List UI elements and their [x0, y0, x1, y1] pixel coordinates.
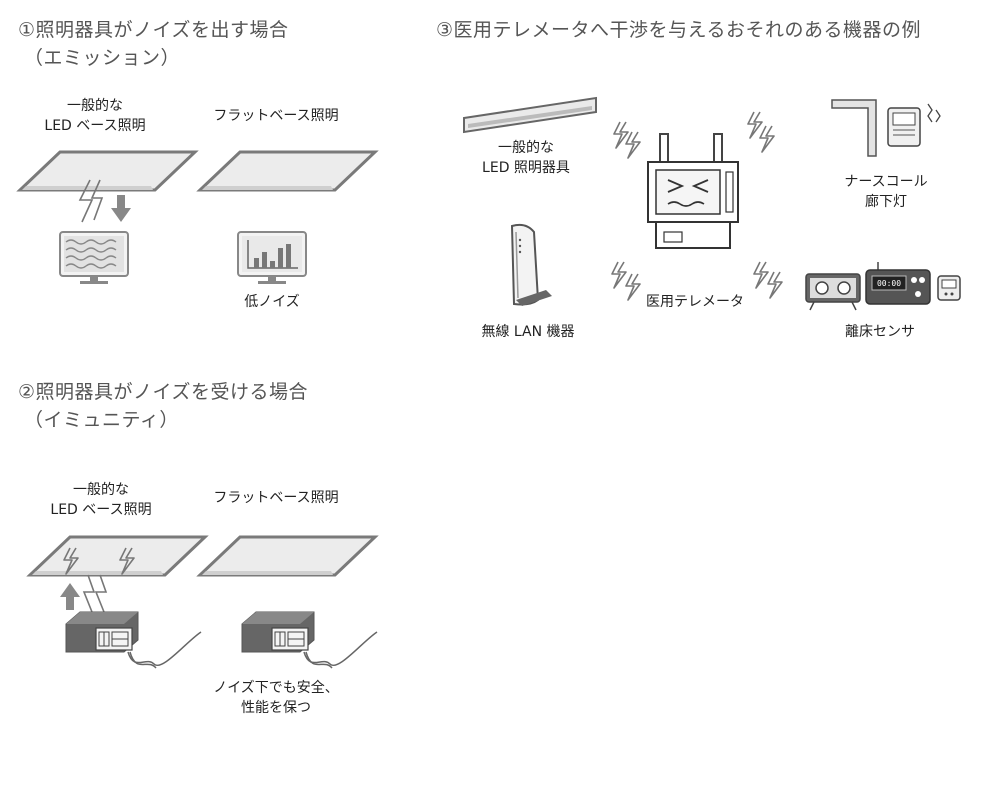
section2-safe-label-2: 性能を保つ — [241, 700, 311, 716]
led-fixture-label-1: 一般的な — [498, 140, 554, 156]
section1-subtitle: （エミッション） — [24, 47, 181, 69]
bed-sensor-label: 離床センサ — [845, 324, 915, 340]
section2-general-label-2: LED ベース照明 — [50, 502, 152, 518]
telemeter-label: 医用テレメータ — [646, 294, 744, 310]
bed-sensor-icon — [805, 262, 961, 311]
section2-flat-label: フラットベース照明 — [213, 490, 339, 506]
arrow-up-icon — [60, 583, 80, 610]
fluorescent-light-icon — [463, 96, 597, 134]
section1-title: ①照明器具がノイズを出す場合 — [18, 19, 289, 41]
section1-general-label-1: 一般的な — [67, 98, 123, 114]
section1-general-panel — [18, 150, 197, 192]
nurse-call-label-1: ナースコール — [844, 174, 928, 190]
arrow-down-icon — [111, 195, 131, 222]
section2-flat-panel — [198, 535, 377, 577]
wireless-lan-label: 無線 LAN 機器 — [481, 324, 575, 340]
clock-display-text: 00:00 — [877, 279, 901, 288]
section1-general-label-2: LED ベース照明 — [44, 118, 146, 134]
power-supply-icon — [65, 611, 202, 669]
clean-monitor-icon — [237, 231, 307, 284]
section2-safe-label-1: ノイズ下でも安全、 — [213, 680, 339, 696]
section2-subtitle: （イミュニティ） — [24, 409, 179, 431]
wireless-router-icon — [510, 223, 552, 306]
power-supply-safe-icon — [241, 611, 378, 669]
nurse-call-label-2: 廊下灯 — [865, 194, 907, 210]
noise-bolt-icon — [78, 179, 104, 223]
noisy-monitor-icon — [59, 231, 129, 284]
section2-general-panel — [28, 535, 207, 577]
section2-general-label-1: 一般的な — [73, 482, 129, 498]
section3-title: ③医用テレメータへ干渉を与えるおそれのある機器の例 — [436, 19, 921, 41]
section1-low-noise-label: 低ノイズ — [244, 294, 300, 310]
section1-flat-label: フラットベース照明 — [213, 108, 339, 124]
section2-title: ②照明器具がノイズを受ける場合 — [18, 381, 308, 403]
upward-bolt-icon — [82, 574, 108, 613]
section1-flat-panel — [198, 150, 377, 192]
led-fixture-label-2: LED 照明器具 — [482, 160, 570, 176]
nurse-call-light-icon — [831, 99, 941, 157]
telemeter-device-icon — [647, 133, 739, 249]
